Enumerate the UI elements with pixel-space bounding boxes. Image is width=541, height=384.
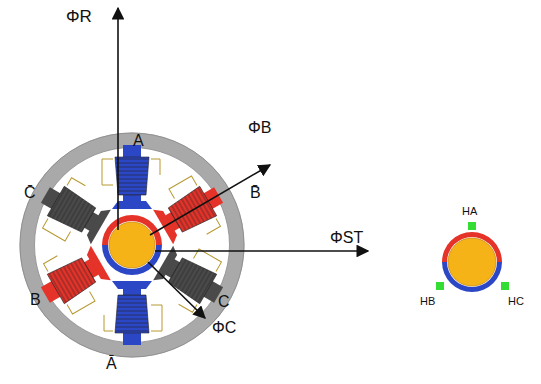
phase-label: C̄ xyxy=(24,185,36,201)
coil-winding xyxy=(167,255,217,303)
phase-coil xyxy=(167,255,217,303)
stator-ring xyxy=(27,140,237,350)
phase-c-flux-arrow xyxy=(148,262,205,318)
hall-sensor-label: HA xyxy=(462,206,477,217)
flux-label: ΦR xyxy=(66,8,92,25)
hall-sensor-label: HB xyxy=(420,296,435,307)
phase-coil xyxy=(115,157,149,195)
coil-wire xyxy=(104,305,162,331)
hall-sensor-label: HC xyxy=(508,296,524,307)
hall-sensor xyxy=(468,222,476,230)
coil-winding xyxy=(47,255,97,303)
flux-label: ΦC xyxy=(212,320,236,336)
phase-label: B xyxy=(30,292,41,308)
flux-label: ΦST xyxy=(330,230,363,246)
phase-label: B̄ xyxy=(250,185,261,201)
hall-rotor-core xyxy=(448,238,496,286)
stator-pole xyxy=(102,145,160,209)
coil-winding xyxy=(115,295,149,333)
stator-pole xyxy=(104,281,162,345)
phase-coil xyxy=(47,186,97,234)
rotor-flux-arrow xyxy=(117,8,119,230)
coil-wire xyxy=(170,249,222,312)
coil-winding xyxy=(115,157,149,195)
stator-flux-arrow xyxy=(155,250,368,252)
phase-coil xyxy=(47,255,97,303)
phase-coil xyxy=(115,295,149,333)
hall-sensor xyxy=(436,282,444,290)
coil-wire xyxy=(169,176,221,239)
coil-wire xyxy=(43,178,95,241)
pole-shoe xyxy=(112,281,152,289)
coil-winding xyxy=(47,186,97,234)
stator-pole xyxy=(30,171,114,253)
phase-label: A xyxy=(133,133,144,149)
rotor-core xyxy=(109,222,155,268)
phase-b-flux-arrow xyxy=(150,165,270,235)
phase-label: Ā xyxy=(106,356,117,372)
phase-label: C xyxy=(218,294,230,310)
coil-wire xyxy=(44,251,96,314)
flux-label: ΦB xyxy=(248,120,271,136)
hall-sensor xyxy=(501,282,509,290)
coil-wire xyxy=(102,159,160,185)
